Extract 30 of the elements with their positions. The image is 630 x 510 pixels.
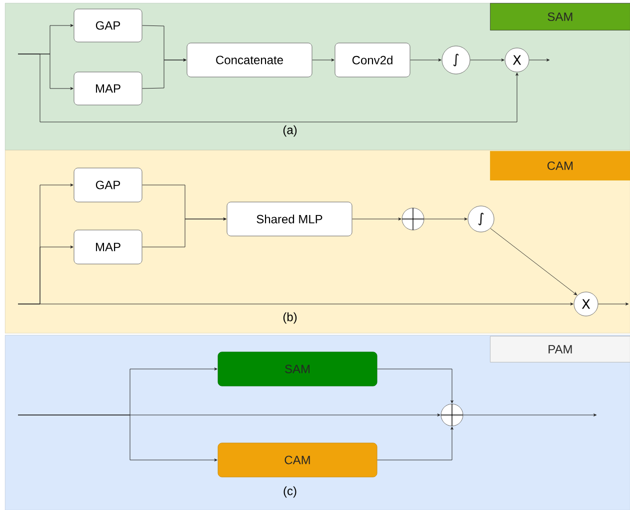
process-box: CAM — [218, 442, 378, 478]
arrow — [312, 58, 334, 62]
module-tag: CAM — [490, 151, 630, 180]
process-box: Shared MLP — [226, 202, 352, 236]
module-tag: PAM — [490, 336, 630, 362]
arrow — [490, 228, 578, 296]
arrow — [352, 218, 402, 220]
arrow — [142, 58, 186, 89]
arrow — [529, 58, 550, 62]
arrow — [18, 414, 440, 416]
arrow — [424, 218, 468, 220]
process-box: GAP — [74, 8, 142, 42]
process-box: GAP — [74, 168, 142, 202]
arrow — [463, 414, 597, 416]
arrow — [18, 54, 518, 122]
plus-circle — [402, 208, 424, 230]
arrow — [18, 302, 574, 306]
process-box: SAM — [218, 352, 378, 386]
module-tag: SAM — [490, 3, 630, 30]
arrow — [598, 302, 629, 306]
process-box: Conv2d — [334, 42, 410, 78]
process-box: MAP — [74, 72, 142, 106]
arrow — [410, 58, 442, 62]
arrow — [377, 426, 454, 460]
plus-circle — [440, 404, 464, 426]
arrow — [377, 368, 454, 404]
process-box: Concatenate — [186, 42, 312, 78]
process-box: MAP — [74, 230, 142, 264]
arrow — [470, 58, 504, 62]
arrow — [142, 218, 226, 248]
